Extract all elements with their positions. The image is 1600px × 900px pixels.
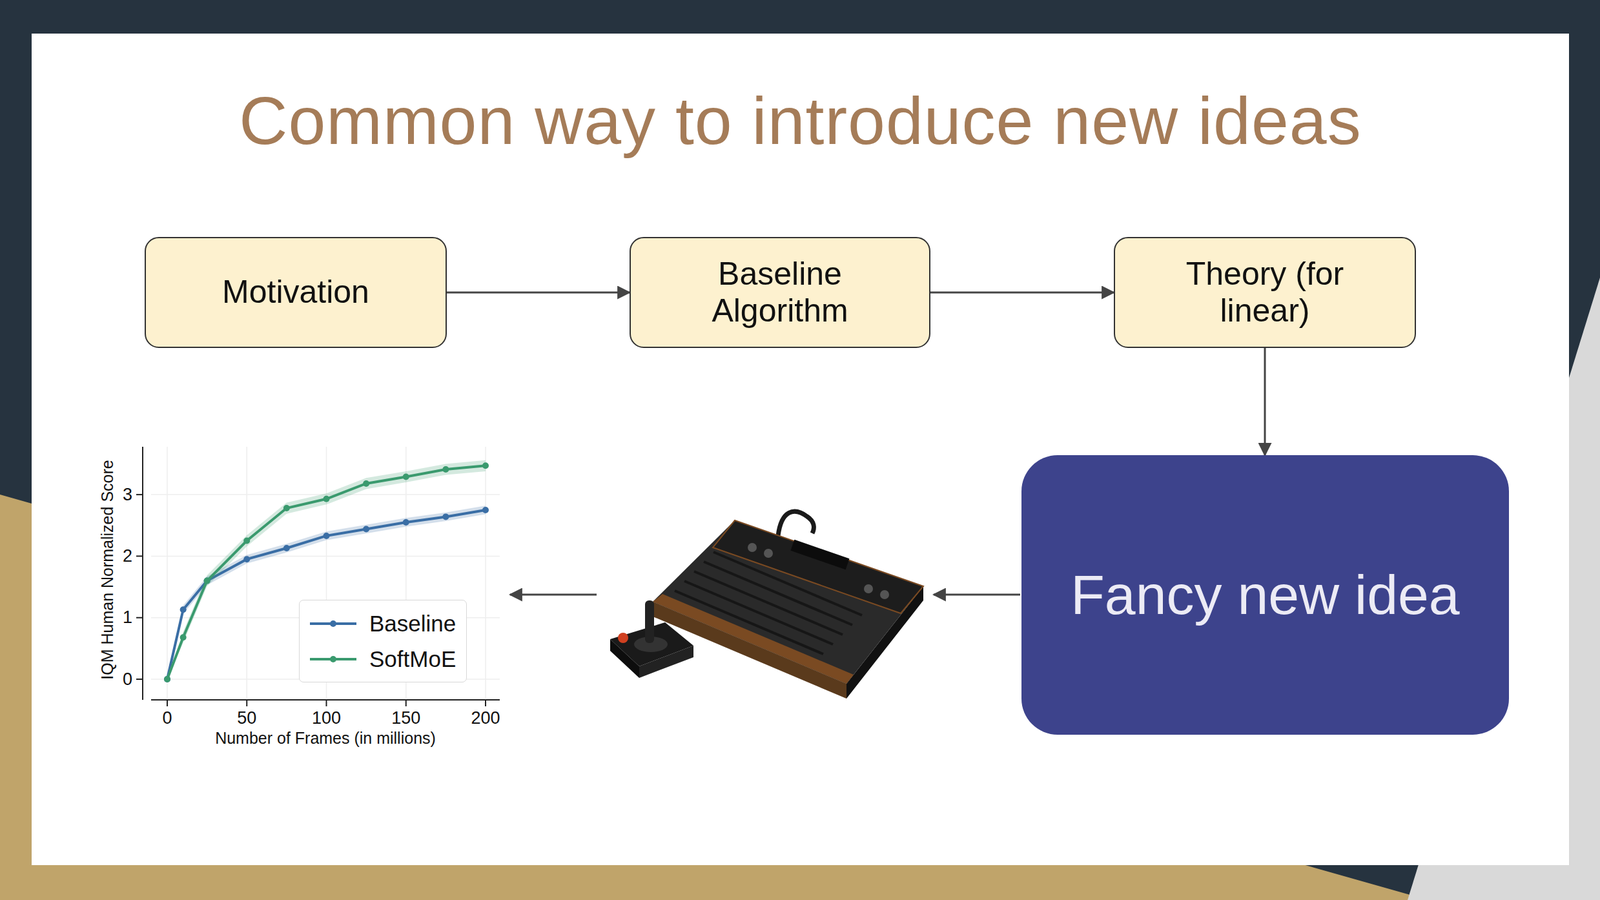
process-box: Theory (for linear)	[1113, 236, 1416, 349]
legend-point	[329, 620, 337, 627]
node-text: Baseline Algorithm	[663, 255, 897, 330]
joystick	[610, 600, 694, 678]
tick-mark	[136, 678, 143, 680]
series-point	[204, 577, 211, 585]
tick-mark	[326, 699, 328, 707]
series-point	[362, 480, 370, 487]
process-box: Baseline Algorithm	[629, 236, 931, 349]
series-point	[402, 473, 410, 480]
console-switch	[880, 590, 890, 600]
legend-row: Baseline	[308, 605, 456, 642]
series-point	[180, 606, 187, 613]
tick-mark	[405, 699, 407, 707]
series-point	[243, 537, 250, 545]
series-point	[323, 532, 330, 540]
series-point	[362, 525, 370, 533]
series-point	[283, 504, 290, 512]
node-text: Theory (for linear)	[1148, 255, 1382, 330]
slide-panel	[31, 33, 1570, 866]
cartridge-slot	[790, 539, 850, 570]
axis-title: IQM Human Normalized Score	[98, 459, 117, 680]
console-switch	[863, 584, 873, 594]
node-text: Fancy new idea	[1070, 563, 1460, 627]
grid-line	[166, 446, 168, 700]
tick-mark	[166, 699, 168, 707]
tick-label: 200	[470, 708, 500, 729]
series-point	[402, 519, 410, 526]
highlight-box: Fancy new idea	[1021, 455, 1509, 735]
tick-label: 0	[122, 669, 133, 690]
series-point	[164, 676, 171, 683]
tick-label: 100	[311, 708, 341, 729]
grid-line	[484, 446, 487, 700]
console-cable	[778, 511, 814, 536]
legend-text: SoftMoE	[369, 646, 456, 673]
console-switch	[763, 548, 773, 558]
joystick-stick	[645, 600, 655, 644]
x-axis	[151, 699, 500, 701]
legend-line-sample	[308, 617, 358, 631]
slide-title: Common way to introduce new ideas	[31, 82, 1570, 160]
tick-mark	[246, 699, 248, 707]
tick-mark	[484, 699, 487, 707]
flow-arrow	[1264, 348, 1267, 456]
legend-point	[329, 656, 337, 663]
series-point	[442, 513, 449, 520]
legend-row: SoftMoE	[308, 641, 456, 677]
grid-line	[151, 555, 500, 558]
series-point	[482, 462, 489, 469]
chart-legend: BaselineSoftMoE	[298, 599, 467, 683]
axis-title: Number of Frames (in millions)	[215, 728, 436, 748]
series-point	[243, 555, 250, 563]
tick-label: 1	[122, 607, 133, 628]
series-point	[204, 577, 211, 585]
series-point	[323, 495, 330, 503]
flow-arrow	[510, 594, 597, 596]
tick-label: 0	[162, 708, 172, 729]
console-panel	[712, 520, 924, 614]
series-point	[442, 466, 449, 473]
grid-line	[246, 446, 248, 700]
node-text: Motivation	[222, 273, 370, 312]
tick-mark	[136, 617, 143, 619]
tick-label: 2	[122, 546, 133, 567]
series-point	[180, 634, 187, 641]
tick-mark	[136, 555, 143, 557]
console-switch	[747, 543, 757, 553]
tick-label: 50	[236, 708, 257, 729]
tick-label: 3	[122, 484, 133, 505]
legend-text: Baseline	[369, 610, 456, 637]
tick-label: 150	[391, 708, 421, 729]
process-box: Motivation	[144, 236, 447, 349]
tick-mark	[136, 493, 143, 496]
series-point	[482, 506, 489, 514]
console-top	[652, 520, 924, 684]
series-point	[283, 544, 290, 552]
legend-line-sample	[308, 652, 358, 666]
flow-arrow	[930, 291, 1114, 294]
y-axis	[142, 446, 144, 700]
fire-button	[617, 632, 629, 644]
atari-console	[652, 511, 924, 699]
flow-arrow	[933, 594, 1021, 596]
series-point	[164, 676, 171, 683]
flow-arrow	[446, 291, 630, 294]
